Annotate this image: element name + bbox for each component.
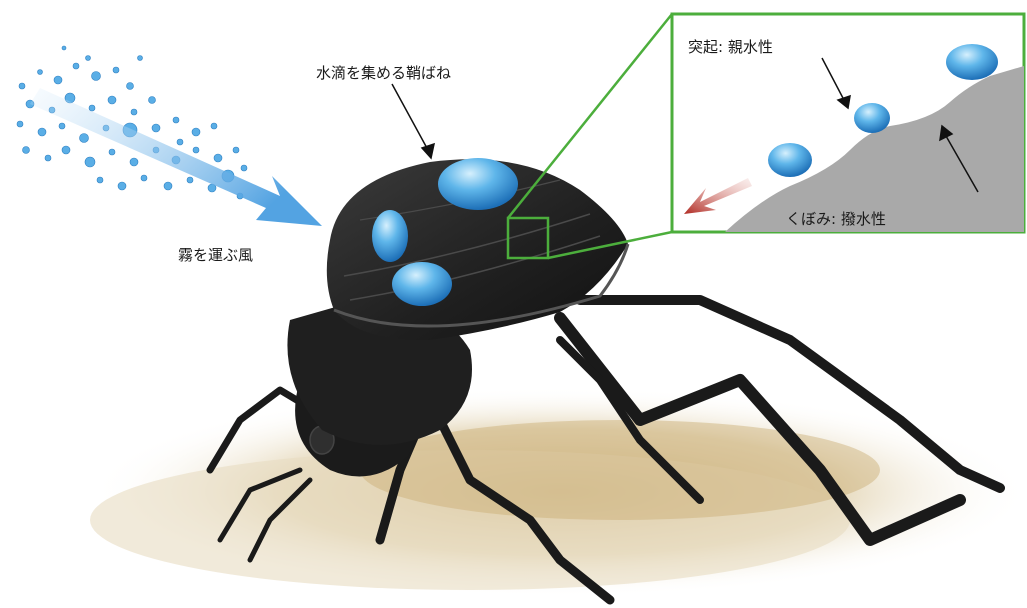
sand-ground [90, 387, 1027, 597]
wind-label: 霧を運ぶ風 [178, 244, 253, 265]
droplet [372, 210, 408, 262]
droplet [438, 158, 518, 210]
droplet [946, 44, 998, 80]
elytra-label: 水滴を集める鞘ばね [316, 62, 451, 83]
wind-arrow-icon [30, 88, 322, 226]
hydrophilic-bump-label: 突起: 親水性 [688, 36, 773, 57]
hydrophobic-dip-label: くぼみ: 撥水性 [786, 208, 886, 229]
droplet [392, 262, 452, 306]
droplet [768, 143, 812, 177]
droplet [854, 103, 890, 133]
